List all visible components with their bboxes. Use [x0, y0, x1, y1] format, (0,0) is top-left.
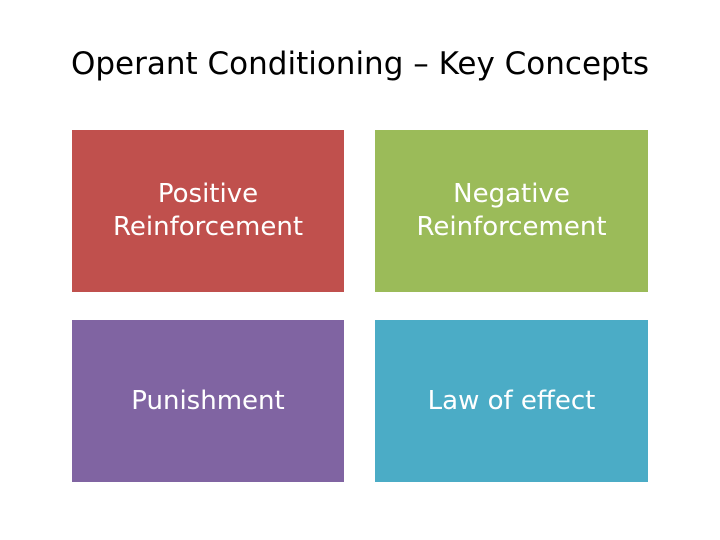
concept-box-label: Punishment — [131, 385, 285, 416]
concept-box-negative-reinforcement[interactable]: Negative Reinforcement — [375, 130, 648, 292]
concept-box-positive-reinforcement[interactable]: Positive Reinforcement — [72, 130, 344, 292]
concept-box-label: Negative Reinforcement — [416, 179, 607, 242]
concept-box-punishment[interactable]: Punishment — [72, 320, 344, 482]
concept-box-label: Positive Reinforcement — [112, 179, 304, 242]
concept-box-law-of-effect[interactable]: Law of effect — [375, 320, 648, 482]
concept-box-label: Law of effect — [427, 385, 596, 416]
page-title: Operant Conditioning – Key Concepts — [70, 46, 650, 82]
concept-grid: Positive Reinforcement Negative Reinforc… — [72, 130, 648, 482]
